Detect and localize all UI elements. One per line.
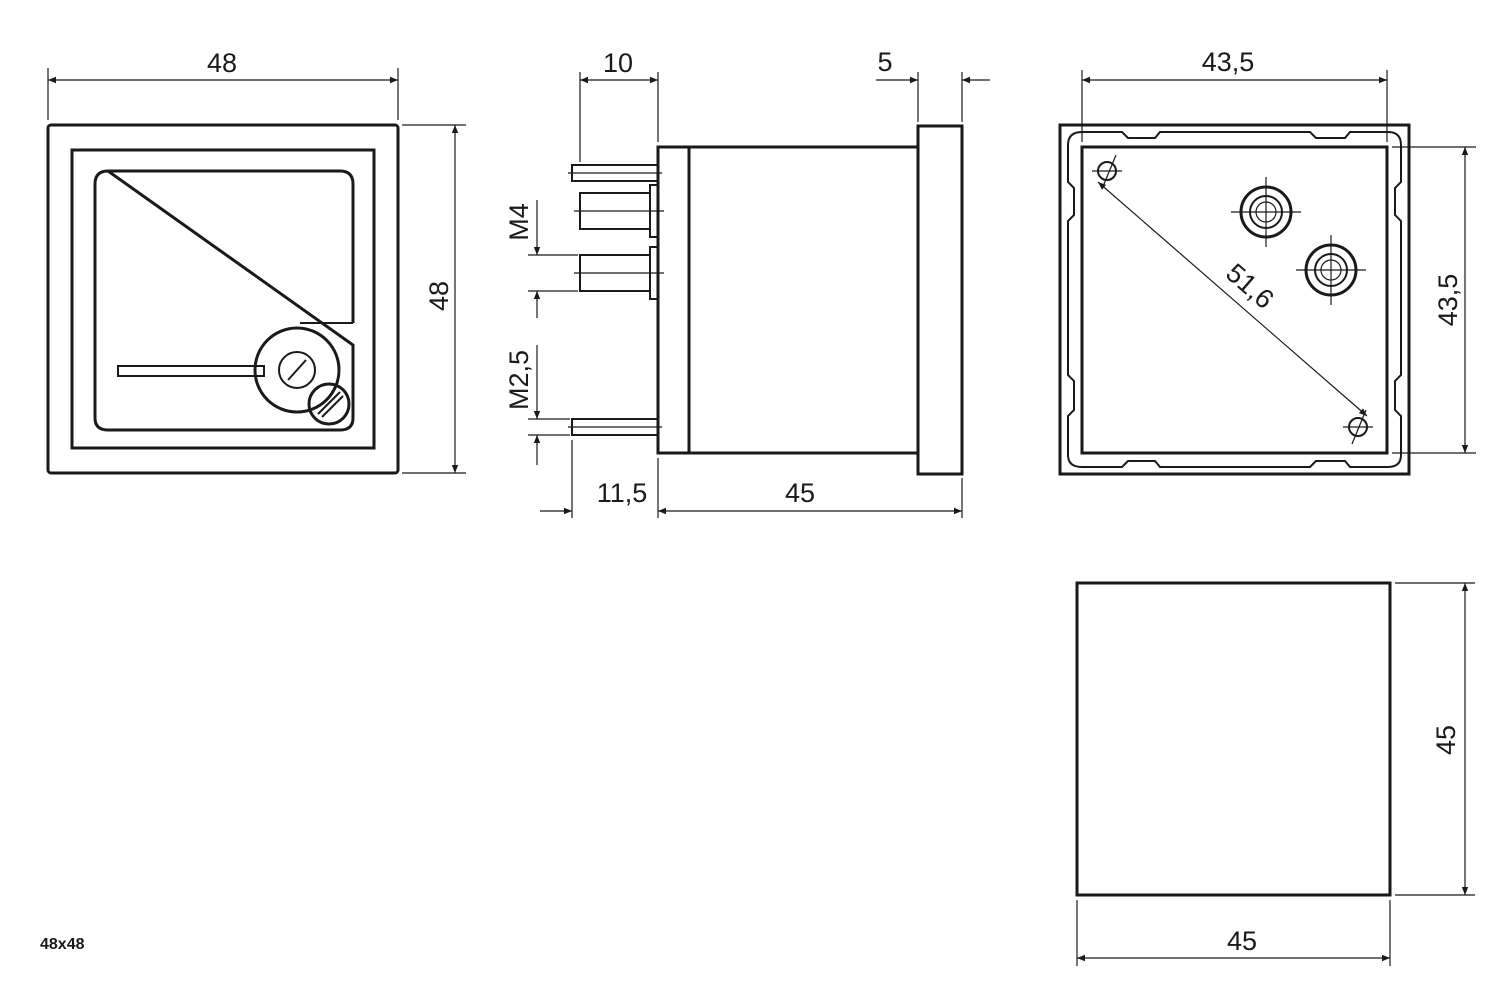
cutout-view: 45 45 [1075,581,1475,966]
front-width-dimension: 48 [47,48,399,120]
side-bezel [916,124,964,476]
rear-terminal-1 [1231,177,1301,247]
thread-m4-label: M4 [504,203,534,241]
thread-m4-dimension: M4 [504,200,578,318]
rear-diagonal-dimension: 51,6 [1097,181,1368,417]
zero-adjust-housing [253,326,341,414]
rear-case-contour [1067,131,1402,468]
zero-adjust-screw [278,351,316,389]
terminal-length-dimension: 10 [579,48,659,162]
front-dial-plate [93,169,355,432]
rear-outline [1058,123,1411,476]
small-screw-slot [317,391,341,415]
mounting-hole-bottom-right [1343,409,1373,445]
rear-view: 51,6 43,5 43,5 [1058,47,1476,476]
thread-m25-dimension: M2,5 [504,345,570,465]
rear-diagonal-label: 51,6 [1220,258,1279,315]
cutout-height-dimension: 45 [1395,582,1475,896]
front-view: 48 48 [46,48,466,475]
rear-width-dimension: 43,5 [1081,47,1388,142]
cutout-height-label: 45 [1431,725,1461,755]
rear-terminal-2 [1296,235,1366,305]
front-pointer [117,365,265,377]
pin-protrusion-dimension: 11,5 [540,440,659,518]
body-depth-dimension: 45 [658,478,963,518]
bezel-depth-label: 5 [877,47,892,77]
bezel-depth-dimension: 5 [876,47,990,122]
mounting-hole-top-left [1092,154,1122,190]
front-width-label: 48 [207,48,237,78]
side-body [687,145,920,455]
screw-slot [287,359,307,381]
side-view: 10 5 M4 M2,5 [504,47,990,518]
front-bezel-outline [46,123,400,475]
cutout-width-dimension: 45 [1076,900,1391,966]
cutout-width-label: 45 [1227,926,1257,956]
rear-height-dimension: 43,5 [1392,146,1476,454]
rear-height-label: 43,5 [1433,274,1463,327]
adjust-screw-small [307,382,351,426]
pin-protrusion-label: 11,5 [597,478,648,508]
front-height-dimension: 48 [402,124,466,474]
model-caption: 48x48 [40,936,85,953]
front-height-label: 48 [424,281,454,311]
thread-m25-label: M2,5 [504,350,534,410]
rear-plate [1080,145,1389,455]
body-depth-label: 45 [785,478,815,508]
panel-cutout [1075,581,1392,897]
front-window-frame [70,148,376,450]
terminal-length-label: 10 [603,48,633,78]
rear-width-label: 43,5 [1202,47,1255,77]
side-back-flange [656,145,691,455]
small-screw-slot-2 [321,395,344,418]
